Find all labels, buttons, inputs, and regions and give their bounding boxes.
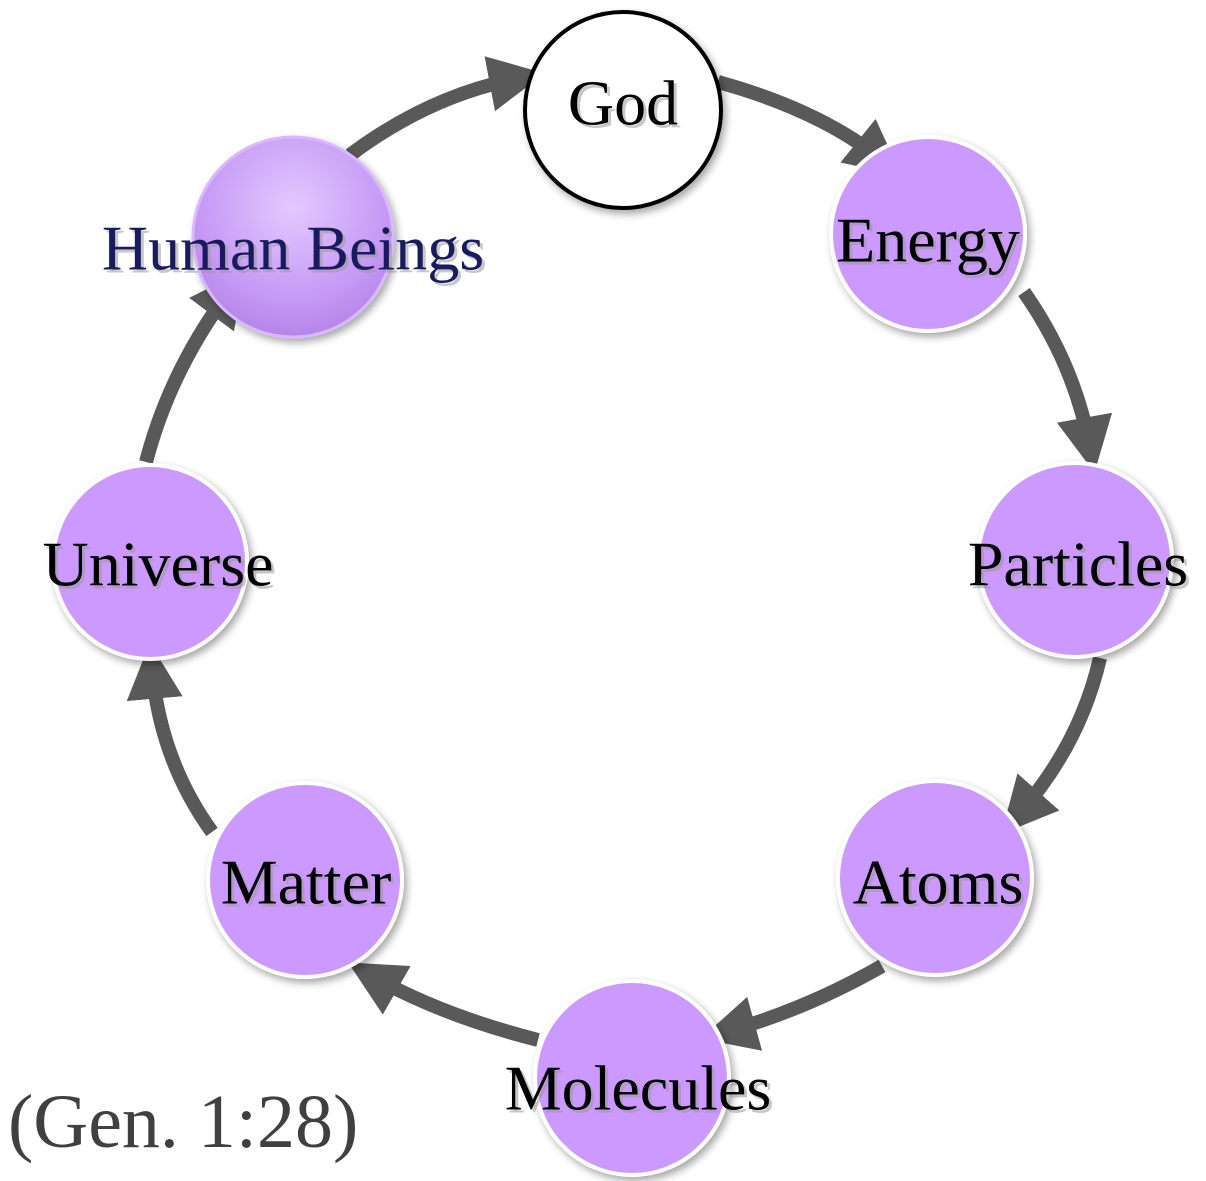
- node-label-shadow: God: [571, 71, 681, 142]
- node-circle: [191, 135, 395, 339]
- node-label: Matter: [221, 847, 392, 918]
- arrow-human-to-god: [345, 56, 545, 161]
- node-label-shadow: Atoms: [856, 850, 1027, 921]
- arrow-energy-to-particles: [1018, 287, 1113, 473]
- citation-text: (Gen. 1:28): [8, 1080, 358, 1164]
- node-god: God God: [523, 10, 723, 210]
- node-label-shadow: Particles: [971, 532, 1191, 603]
- node-universe: Universe Universe: [42, 463, 277, 661]
- node-particles: Particles Particles: [968, 461, 1191, 659]
- arrow-universe-to-human: [139, 269, 246, 464]
- arrow-particles-to-atoms: [1001, 656, 1107, 834]
- node-circle: [829, 135, 1027, 333]
- node-label: Atoms: [853, 847, 1024, 918]
- node-label-shadow: Human Beings: [105, 216, 487, 287]
- node-label-shadow: Matter: [224, 850, 395, 921]
- node-human-beings: Human Beings Human Beings: [102, 135, 487, 339]
- node-label: Particles: [968, 529, 1188, 600]
- node-atoms: Atoms Atoms: [836, 779, 1034, 977]
- node-circle: [836, 779, 1034, 977]
- node-circle: [533, 979, 731, 1177]
- arrow-matter-to-universe: [126, 642, 218, 837]
- node-energy: Energy Energy: [829, 135, 1027, 333]
- arrow-molecules-to-matter: [348, 962, 540, 1047]
- node-circle: [51, 463, 249, 661]
- node-circle: [976, 461, 1174, 659]
- node-label-shadow: Universe: [45, 532, 276, 603]
- node-circle: [206, 781, 404, 979]
- node-matter: Matter Matter: [206, 781, 404, 979]
- node-label-shadow: Molecules: [508, 1056, 775, 1127]
- node-circle: [523, 10, 723, 210]
- node-molecules: Molecules Molecules: [505, 979, 775, 1177]
- node-label: Molecules: [505, 1053, 772, 1124]
- node-label: Universe: [42, 529, 273, 600]
- connector-arrows: [126, 56, 1113, 1051]
- arrow-atoms-to-molecules: [700, 959, 886, 1051]
- arrow-god-to-energy: [716, 75, 902, 176]
- node-label-shadow: Energy: [839, 208, 1023, 279]
- node-label: Human Beings: [102, 213, 484, 284]
- node-label: Energy: [836, 205, 1020, 276]
- node-label: God: [568, 68, 678, 139]
